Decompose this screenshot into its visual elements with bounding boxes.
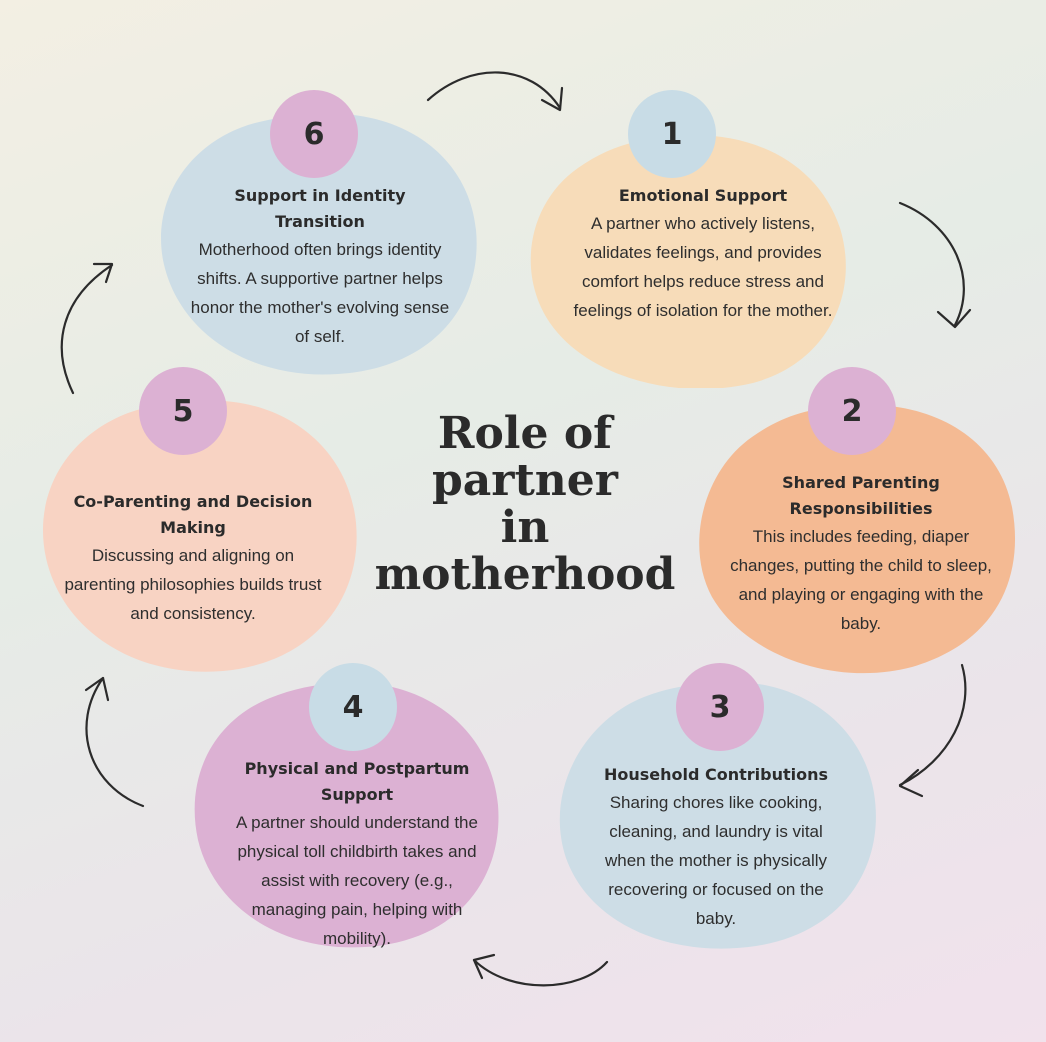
- step-5-badge: 5: [139, 367, 227, 455]
- step-4-text: Physical and Postpartum Support A partne…: [226, 756, 488, 953]
- step-6-blob: [161, 113, 477, 375]
- step-3-text: Household Contributions Sharing chores l…: [588, 762, 844, 933]
- arrow-6-to-1: [426, 71, 564, 112]
- step-1-number: 1: [661, 116, 683, 152]
- step-5-title: Co-Parenting and Decision Making: [73, 492, 313, 537]
- step-6-badge: 6: [270, 90, 358, 178]
- arrow-2-to-3: [898, 663, 967, 798]
- step-2-number: 2: [841, 393, 863, 429]
- step-6-number: 6: [303, 116, 325, 152]
- step-5-blob: [42, 400, 357, 672]
- step-3-title: Household Contributions: [603, 765, 829, 784]
- step-4-badge: 4: [309, 663, 397, 751]
- step-5-number: 5: [172, 393, 194, 429]
- step-4-number: 4: [342, 689, 364, 725]
- step-5-body: Discussing and aligning on parenting phi…: [64, 546, 322, 623]
- step-6-title: Support in Identity Transition: [234, 186, 406, 231]
- step-3-badge: 3: [676, 663, 764, 751]
- step-1-blob: [530, 135, 846, 388]
- step-1-text: Emotional Support A partner who actively…: [570, 183, 836, 325]
- step-2-text: Shared Parenting Responsibilities This i…: [726, 470, 996, 638]
- step-3-number: 3: [709, 689, 731, 725]
- step-1-title: Emotional Support: [618, 186, 788, 205]
- arrow-1-to-2: [898, 201, 972, 329]
- step-6-body: Motherhood often brings identity shifts.…: [190, 240, 450, 346]
- step-1-body: A partner who actively listens, validate…: [573, 214, 833, 320]
- step-4-blob: [194, 682, 499, 948]
- page-title: Role of partner in motherhood: [374, 408, 676, 600]
- step-3-blob: [559, 681, 876, 949]
- arrow-5-to-6: [60, 262, 114, 395]
- step-1-badge: 1: [628, 90, 716, 178]
- arrow-4-to-5: [84, 676, 145, 808]
- arrow-3-to-4: [472, 953, 609, 987]
- step-6-text: Support in Identity Transition Motherhoo…: [188, 183, 452, 351]
- step-2-badge: 2: [808, 367, 896, 455]
- step-4-body: A partner should understand the physical…: [236, 813, 478, 948]
- step-2-body: This includes feeding, diaper changes, p…: [730, 527, 992, 633]
- step-2-blob: [699, 404, 1016, 674]
- step-3-body: Sharing chores like cooking, cleaning, a…: [604, 793, 828, 928]
- step-5-text: Co-Parenting and Decision Making Discuss…: [62, 489, 324, 628]
- step-2-title: Shared Parenting Responsibilities: [782, 473, 940, 518]
- step-4-title: Physical and Postpartum Support: [244, 759, 470, 804]
